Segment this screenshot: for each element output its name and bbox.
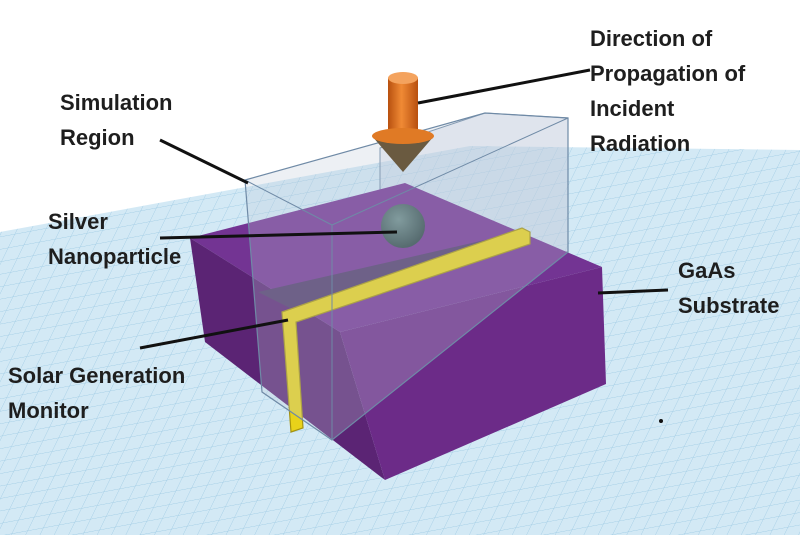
label-line: Direction of [590, 26, 713, 51]
label-line: GaAs [678, 258, 736, 283]
label-line: Solar Generation [8, 363, 186, 388]
label-line: Substrate [678, 293, 780, 318]
label-line: Propagation of [590, 61, 746, 86]
incident-arrow-shaft [388, 78, 418, 136]
substrate-front [340, 267, 606, 480]
label-line: Simulation [60, 90, 173, 115]
label-line: Region [60, 125, 135, 150]
leader-lines [139, 68, 669, 350]
simulation-region-front [244, 112, 569, 441]
incident-arrow-head [372, 136, 434, 172]
label-line: Monitor [8, 398, 89, 423]
label-silver-nanoparticle: Silver Nanoparticle [48, 204, 181, 274]
label-gaas-substrate: GaAs Substrate [678, 253, 779, 323]
label-line: Radiation [590, 131, 691, 156]
silver-nanoparticle [381, 204, 425, 248]
label-simulation-region: Simulation Region [60, 85, 172, 155]
solar-generation-monitor [281, 227, 531, 433]
label-line: Silver [48, 209, 108, 234]
label-line: Nanoparticle [48, 244, 182, 269]
label-solar-generation-monitor: Solar Generation Monitor [8, 358, 185, 428]
label-direction: Direction of Propagation of Incident Rad… [590, 21, 745, 161]
label-line: Incident [590, 96, 675, 121]
